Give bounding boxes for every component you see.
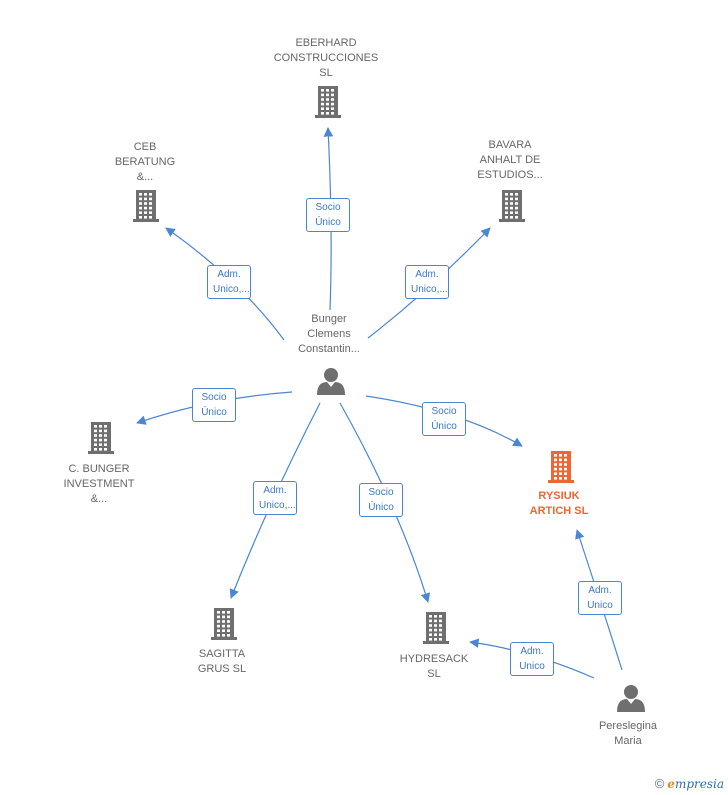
person-icon-bunger[interactable] [317, 368, 345, 395]
building-icon-ceb[interactable] [133, 190, 159, 222]
edge-label-bunger-hydresack[interactable]: Socio Único [359, 483, 403, 517]
node-label-eberhard[interactable]: EBERHARD CONSTRUCCIONES SL [273, 37, 379, 79]
edge-label-bunger-eberhard[interactable]: Socio Único [306, 198, 350, 232]
edge-label-pereslegina-rysiuk[interactable]: Adm. Unico [578, 581, 622, 615]
node-label-cbunger[interactable]: C. BUNGER INVESTMENT &... [63, 463, 135, 505]
edge-label-bunger-sagitta[interactable]: Adm. Unico,... [253, 481, 297, 515]
building-icon-rysiuk[interactable] [548, 451, 574, 483]
edge-label-bunger-cbunger[interactable]: Socio Único [192, 388, 236, 422]
copyright-icon: © [654, 776, 665, 791]
building-icon-bavara[interactable] [499, 190, 525, 222]
node-label-sagitta[interactable]: SAGITTA GRUS SL [197, 648, 247, 675]
node-label-ceb[interactable]: CEB BERATUNG &... [114, 141, 176, 183]
node-label-rysiuk[interactable]: RYSIUK ARTICH SL [529, 490, 589, 517]
building-icon-eberhard[interactable] [315, 86, 341, 118]
building-icon-sagitta[interactable] [211, 608, 237, 640]
edge-label-pereslegina-hydresack[interactable]: Adm. Unico [510, 642, 554, 676]
brand-logo-text: empresia [667, 777, 724, 791]
node-label-pereslegina[interactable]: Pereslegina Maria [598, 720, 658, 747]
node-label-bavara[interactable]: BAVARA ANHALT DE ESTUDIOS... [477, 139, 543, 181]
edge-label-bunger-rysiuk[interactable]: Socio Único [422, 402, 466, 436]
node-label-bunger[interactable]: Bunger Clemens Constantin... [298, 313, 360, 355]
building-icon-hydresack[interactable] [423, 612, 449, 644]
node-label-hydresack[interactable]: HYDRESACK SL [399, 653, 469, 680]
edge-label-bunger-ceb[interactable]: Adm. Unico,... [207, 265, 251, 299]
person-icon-pereslegina[interactable] [617, 685, 645, 712]
building-icon-cbunger[interactable] [88, 422, 114, 454]
edge-label-bunger-bavara[interactable]: Adm. Unico,... [405, 265, 449, 299]
empresia-brand[interactable]: ©empresia [655, 776, 724, 791]
